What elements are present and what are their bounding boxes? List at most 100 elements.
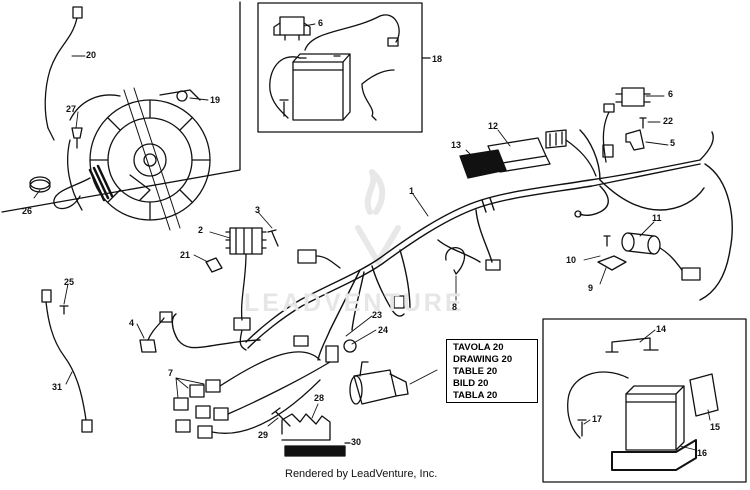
connector-right-branch bbox=[485, 259, 501, 271]
battery-connector-a bbox=[387, 37, 399, 47]
relay-plug bbox=[603, 103, 615, 113]
battery-cable-c bbox=[361, 69, 395, 121]
part-17-screw bbox=[577, 419, 587, 437]
main-harness bbox=[171, 129, 733, 361]
callout-12: 12 bbox=[488, 121, 499, 131]
callout-17: 17 bbox=[592, 414, 603, 424]
leader-lines bbox=[33, 23, 711, 451]
callout-21: 21 bbox=[180, 250, 191, 260]
part-29-screw bbox=[271, 407, 291, 427]
callout-31: 31 bbox=[52, 382, 63, 392]
part-22-screw bbox=[639, 117, 647, 129]
part-27-screw bbox=[71, 127, 83, 149]
legend-line-es: TABLA 20 bbox=[453, 390, 498, 401]
callout-7: 7 bbox=[168, 368, 174, 378]
part-7-wires bbox=[211, 351, 331, 434]
part-20-wire bbox=[44, 6, 83, 141]
sensor-wire bbox=[53, 177, 91, 210]
part-5-bracket bbox=[625, 129, 645, 151]
coil-cap bbox=[681, 267, 701, 281]
callout-16: 16 bbox=[697, 448, 708, 458]
regulator-wire bbox=[239, 329, 247, 351]
part-18-screw bbox=[279, 99, 289, 117]
callout-15: 15 bbox=[710, 422, 721, 432]
callout-18: 18 bbox=[432, 54, 443, 64]
part-4-connector bbox=[159, 311, 173, 323]
callout-25: 25 bbox=[64, 277, 75, 287]
part-3-bolt bbox=[267, 229, 279, 247]
relay-wire bbox=[602, 111, 610, 163]
callout-27: 27 bbox=[66, 104, 77, 114]
sensor-pickup bbox=[88, 164, 114, 202]
part-28-bracket bbox=[281, 413, 331, 441]
part-25-screw bbox=[59, 305, 69, 315]
part-6-relay-top bbox=[273, 16, 311, 41]
part-31-wire bbox=[41, 289, 93, 433]
ring-terminal bbox=[574, 210, 582, 218]
callout-9: 9 bbox=[588, 283, 594, 293]
callout-20: 20 bbox=[86, 50, 97, 60]
callout-6-right: 6 bbox=[668, 89, 674, 99]
part-14-strap bbox=[605, 337, 659, 353]
part-9-bracket bbox=[597, 255, 627, 271]
part-6-relay-right bbox=[615, 87, 651, 107]
callout-19: 19 bbox=[210, 95, 221, 105]
callout-22: 22 bbox=[663, 116, 674, 126]
connector-mid bbox=[393, 295, 405, 309]
part-8-clip bbox=[445, 246, 466, 275]
inset-frame-wheel bbox=[1, 1, 241, 213]
callout-13: 13 bbox=[451, 140, 462, 150]
connector-23 bbox=[325, 345, 339, 363]
wheel-disc bbox=[67, 87, 211, 231]
part-13-cover bbox=[459, 149, 507, 179]
battery-cable-a bbox=[304, 14, 400, 51]
callout-26: 26 bbox=[22, 206, 33, 216]
part-7-relays bbox=[173, 379, 229, 439]
part-26-clamp bbox=[29, 176, 51, 193]
legend-line-en: DRAWING 20 bbox=[453, 354, 513, 365]
callout-10: 10 bbox=[566, 255, 577, 265]
starter-motor bbox=[349, 361, 409, 405]
watermark-text: LEADVENTURE bbox=[244, 289, 465, 317]
legend-line-it: TAVOLA 20 bbox=[453, 342, 504, 353]
battery-kit bbox=[625, 385, 685, 451]
connector-low bbox=[293, 335, 309, 347]
callout-14: 14 bbox=[656, 324, 667, 334]
part-15-pad bbox=[689, 373, 719, 417]
inset-frame-battery bbox=[257, 2, 423, 133]
part-11-coil bbox=[621, 232, 683, 271]
part-10-bolt bbox=[603, 235, 611, 247]
part-21-clip bbox=[205, 257, 223, 273]
inset-frame-battery-kit bbox=[542, 318, 747, 483]
callout-4: 4 bbox=[129, 318, 135, 328]
connector-near-5 bbox=[602, 144, 614, 158]
connector-blue bbox=[297, 249, 317, 264]
callout-5: 5 bbox=[670, 138, 676, 148]
grommet-24 bbox=[343, 339, 357, 353]
battery-cable-b bbox=[269, 56, 301, 119]
battery-kit-cable bbox=[567, 371, 629, 439]
battery-top bbox=[292, 53, 351, 121]
part-4-sensor bbox=[139, 317, 165, 353]
callout-28: 28 bbox=[314, 393, 325, 403]
connector-blue-wire bbox=[315, 255, 341, 269]
callout-24: 24 bbox=[378, 325, 389, 335]
part-2-regulator bbox=[225, 227, 267, 321]
part-12-ecu bbox=[487, 137, 551, 173]
ecu-wire bbox=[565, 139, 597, 177]
ecu-connector bbox=[545, 129, 567, 149]
callout-23: 23 bbox=[372, 310, 383, 320]
part-30-pad bbox=[284, 445, 346, 457]
render-credit: Rendered by LeadVenture, Inc. bbox=[285, 468, 438, 480]
watermark-logo bbox=[355, 169, 401, 265]
part-16-tray bbox=[611, 439, 697, 471]
drawing-legend: TAVOLA 20 DRAWING 20 TABLE 20 BILD 20 TA… bbox=[446, 339, 538, 403]
callout-6-top: 6 bbox=[318, 18, 324, 28]
callout-8: 8 bbox=[452, 302, 458, 312]
callout-3: 3 bbox=[255, 205, 261, 215]
callout-29: 29 bbox=[258, 430, 269, 440]
callout-2: 2 bbox=[198, 225, 204, 235]
legend-line-de: BILD 20 bbox=[453, 378, 489, 389]
